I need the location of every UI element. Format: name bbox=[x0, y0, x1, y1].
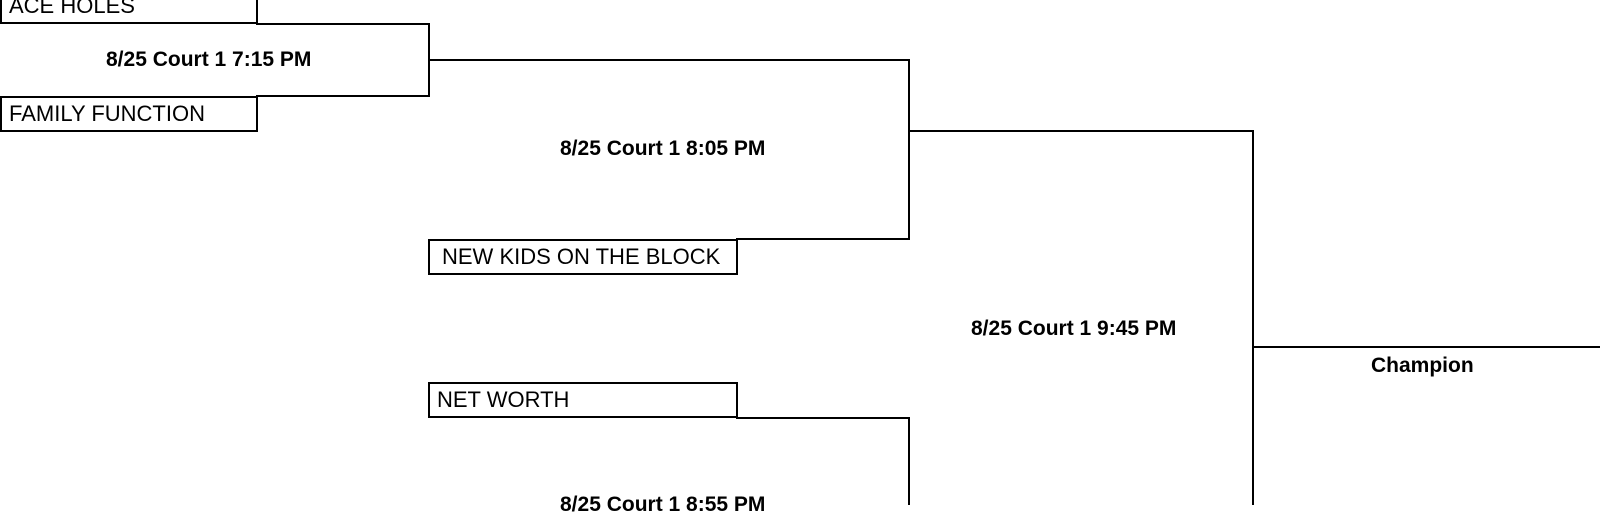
connector-r3-vertical bbox=[1252, 130, 1254, 505]
team-ace-holes: ACE HOLES bbox=[0, 0, 258, 24]
game-label-4: 8/25 Court 1 8:55 PM bbox=[560, 493, 766, 516]
connector-r2-bottom bbox=[736, 238, 910, 240]
connector-r2-vertical bbox=[908, 59, 910, 240]
connector-r2b-top bbox=[736, 417, 910, 419]
connector-r1-top bbox=[256, 23, 430, 25]
team-net-worth: NET WORTH bbox=[428, 382, 738, 418]
connector-r2-top bbox=[428, 59, 910, 61]
game-label-3: 8/25 Court 1 9:45 PM bbox=[971, 317, 1177, 340]
champion-label: Champion bbox=[1371, 354, 1474, 377]
connector-r3-top bbox=[908, 130, 1254, 132]
team-new-kids: NEW KIDS ON THE BLOCK bbox=[428, 239, 738, 275]
team-family-function: FAMILY FUNCTION bbox=[0, 96, 258, 132]
game-label-2: 8/25 Court 1 8:05 PM bbox=[560, 137, 766, 160]
champion-line bbox=[1252, 346, 1600, 348]
connector-r2b-vertical bbox=[908, 417, 910, 505]
game-label-1: 8/25 Court 1 7:15 PM bbox=[106, 48, 312, 71]
connector-r1-bottom bbox=[256, 95, 430, 97]
